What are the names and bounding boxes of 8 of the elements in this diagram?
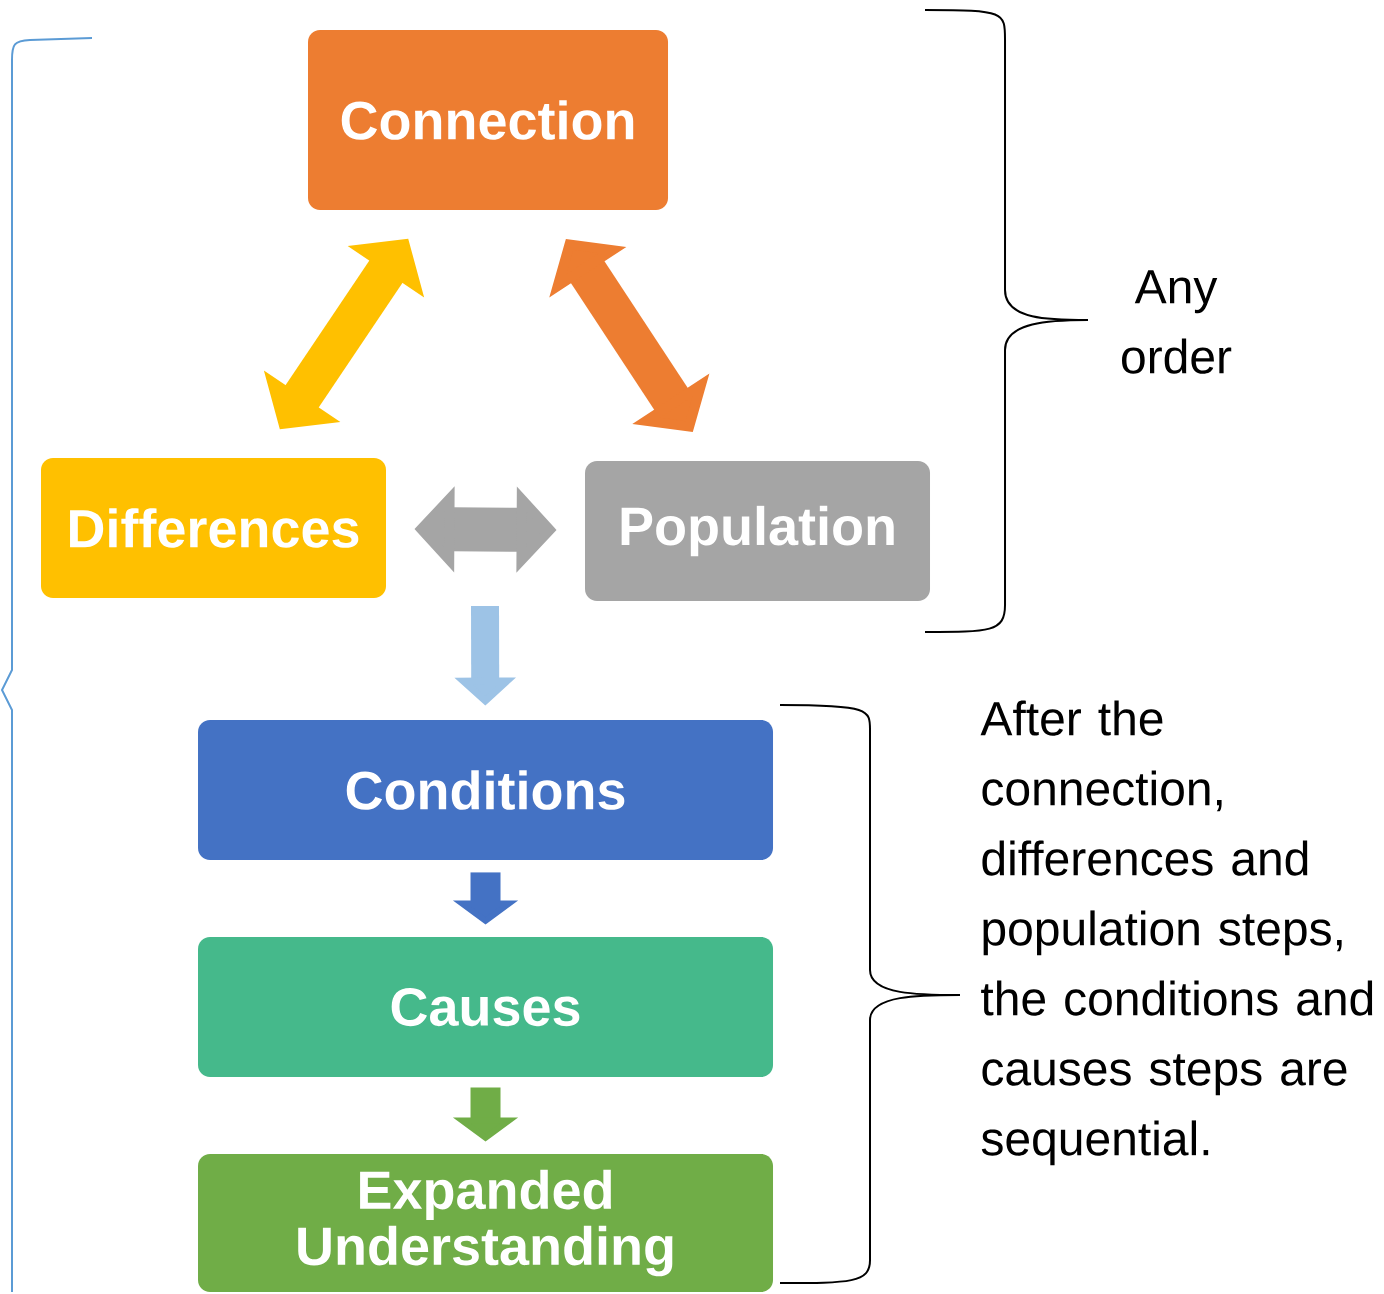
process-box: Population: [585, 461, 930, 601]
process-box: Differences: [41, 458, 386, 598]
note-text: After the connection, differences and population steps, the conditions and causes steps are sequential.: [980, 700, 1373, 1166]
note-text: Any order: [1122, 270, 1232, 374]
process-box: Connection: [308, 30, 668, 210]
process-box: Expanded Understanding: [198, 1154, 773, 1292]
process-box: Causes: [198, 937, 773, 1077]
process-box: Conditions: [198, 720, 773, 860]
